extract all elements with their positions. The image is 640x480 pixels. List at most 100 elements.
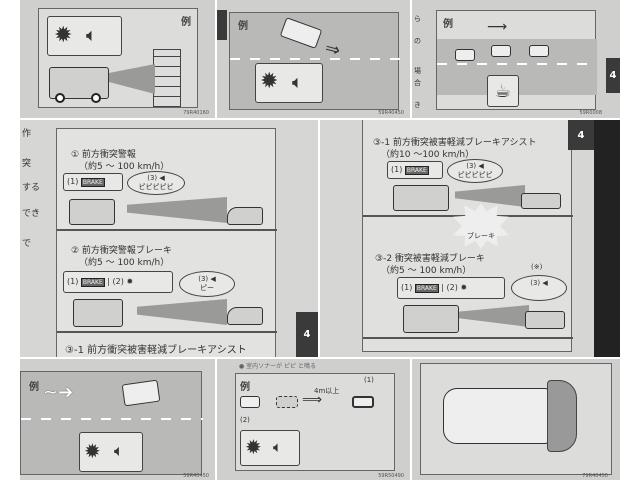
figure-frame: 例 (1) 4m以上 ⟹ (2) ✹ 🔈︎ (235, 373, 395, 471)
car-ahead (227, 207, 263, 225)
speed-range: （約5 ～ 100 km/h） (79, 258, 170, 268)
label: (1) (364, 376, 374, 384)
section-title: ② 前方衝突警報ブレーキ (71, 246, 172, 256)
car-ahead (227, 307, 263, 325)
label: (2) (446, 283, 458, 292)
brake-indicator: BRAKE (80, 178, 105, 187)
photo-lane-departure: 例 ⇒ ✹ 🔈︎ 59R40450 (217, 0, 410, 118)
burst-text: ブレーキ (467, 232, 495, 240)
road (57, 331, 277, 333)
figure-frame: 例 ✹ 🔈︎ (38, 8, 198, 108)
brake-indicator: BRAKE (414, 284, 439, 293)
warning-bubble: ✹ 🔈︎ (255, 63, 323, 103)
label: (1) (67, 177, 79, 186)
speaker-icon: 🔈︎ (292, 72, 303, 93)
warning-bubble: ✹ 🔈︎ (240, 430, 300, 466)
meter-bubble: (1) BRAKE (387, 161, 443, 179)
label: (2) (112, 277, 124, 286)
photo-wobble-warning: ら の 場 合 き 例 ⟶ ☕︎ 4 59R0008 (412, 0, 620, 118)
label: (1) (401, 283, 413, 292)
wheel (55, 93, 65, 103)
label: (1) (67, 277, 79, 286)
car (491, 45, 511, 57)
distance-label: 4m以上 (314, 387, 340, 395)
wavy-arrow-icon: ∼➔ (43, 382, 74, 403)
detection-area (547, 380, 577, 452)
sensor-beam (127, 197, 227, 223)
side-text: 合 (414, 79, 421, 87)
side-text: で (22, 239, 32, 249)
lane-line (437, 63, 597, 65)
chapter-tab (217, 10, 227, 40)
sound-bubble: (3) ◀ピピピピピ (127, 171, 185, 195)
chapter-tab: 4 (568, 120, 594, 150)
car (529, 45, 549, 57)
sensor-beam (137, 299, 227, 325)
example-label: 例 (238, 21, 248, 32)
collision-warning-icon: ✹ (54, 23, 73, 48)
side-text: き (414, 101, 421, 109)
car-ahead (521, 193, 561, 209)
label: (3) (530, 279, 541, 287)
header-text: ● 室内ソナーが ピピ と鳴る (239, 363, 316, 370)
meter-bubble: (1) BRAKE | (2) ✹ (397, 277, 505, 299)
photo-rear-sensor-area: 79R40450 (412, 359, 620, 480)
car (403, 305, 459, 333)
car (69, 199, 115, 225)
sound-text: ピー (200, 284, 214, 292)
figure-frame: 例 ⟶ ☕︎ (436, 10, 597, 110)
lane-line (230, 58, 400, 60)
speaker-icon: 🔈︎ (114, 441, 124, 460)
arrow-icon: ⟶ (487, 19, 508, 35)
brick-wall (153, 49, 181, 107)
photo-lead-vehicle-start: ● 室内ソナーが ピピ と鳴る 例 (1) 4m以上 ⟹ (2) ✹ 🔈︎ 59… (217, 359, 410, 480)
brake-indicator: BRAKE (80, 278, 105, 287)
car-ahead-warning-icon: ✹ (245, 435, 262, 459)
car-ahead (525, 311, 565, 329)
lead-car (352, 396, 374, 408)
car (455, 49, 475, 61)
figure-frame: ③-1 前方衝突被害軽減ブレーキアシスト （約10 ～100 km/h） (1)… (362, 120, 573, 352)
speaker-icon: ◀ (478, 162, 484, 170)
figure-frame: 例 ∼➔ ✹ 🔈︎ (20, 371, 203, 475)
warning-bubble: ✹ 🔈︎ (79, 432, 143, 472)
car (73, 299, 123, 327)
wheel (91, 93, 101, 103)
label: (1) (391, 165, 403, 174)
car-top-view (443, 388, 551, 444)
brake-burst: ブレーキ (453, 203, 509, 249)
speaker-icon: ◀ (542, 279, 548, 287)
speaker-icon: ◀ (210, 275, 216, 283)
section-title: ③-1 前方衝突被害軽減ブレーキアシスト (65, 341, 247, 356)
figure-frame: 例 ⇒ ✹ 🔈︎ (229, 12, 400, 110)
example-label: 例 (240, 382, 250, 393)
meter-bubble: (1) BRAKE | (2) ✹ (63, 271, 173, 293)
car (393, 185, 449, 211)
speaker-icon: ◀ (159, 174, 165, 182)
speed-range: （約5 ～ 100 km/h） (381, 266, 472, 276)
figure-code: 59R50490 (378, 473, 404, 479)
photo-forward-collision-warning: 作 突 する でき で ① 前方衝突警報 （約5 ～ 100 km/h） (1)… (20, 120, 318, 357)
section-title: ③-1 前方衝突被害軽減ブレーキアシスト (373, 138, 537, 148)
lane-line (21, 418, 203, 420)
sound-text: ピピピピピ (138, 183, 174, 191)
figure-code: 59R0008 (579, 110, 602, 116)
road (363, 337, 573, 339)
meter-bubble: (1) BRAKE (63, 173, 123, 191)
photo-wall-warning: 例 ✹ 🔈︎ 79R40160 (20, 0, 215, 118)
sensor-beam (455, 185, 525, 207)
label: (3) (198, 275, 209, 283)
collision-icon: ✹ (460, 283, 468, 292)
figure-code: 79R40450 (582, 473, 608, 479)
side-text: でき (22, 209, 41, 219)
sensor-beam (459, 305, 529, 327)
sound-bubble: (3) ◀ (511, 275, 567, 301)
arrow-icon: ⟹ (302, 392, 323, 408)
photo-wobble-lane: 例 ∼➔ ✹ 🔈︎ 59R40450 (20, 359, 215, 480)
figure-frame: ① 前方衝突警報 （約5 ～ 100 km/h） (1) BRAKE (3) ◀… (56, 128, 277, 357)
previous-position (276, 396, 298, 408)
chapter-tab: 4 (606, 58, 620, 93)
side-text: ら (414, 15, 421, 23)
figure-code: 59R40450 (183, 473, 209, 479)
speaker-icon: 🔈︎ (86, 25, 97, 46)
